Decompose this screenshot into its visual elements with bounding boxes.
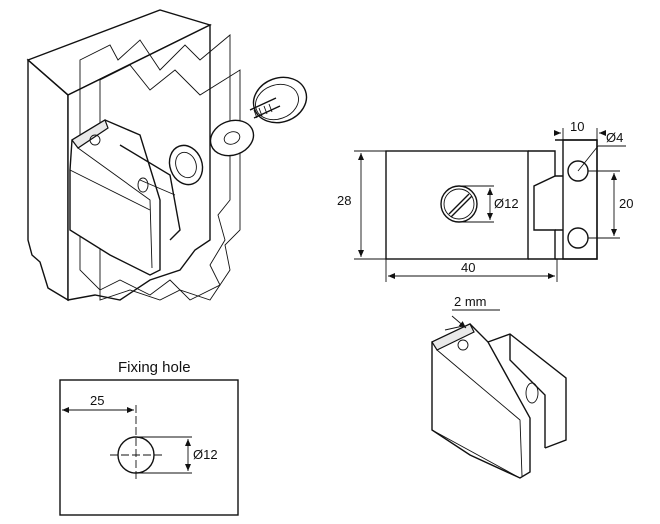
center-hole-label: Ø12 xyxy=(494,196,519,211)
clip-detail-isometric: 2 mm xyxy=(431,294,567,479)
offset-label: 25 xyxy=(90,393,104,408)
diameter-label: Ø12 xyxy=(193,447,218,462)
assembly-isometric xyxy=(26,9,308,302)
hole-spacing-label: 20 xyxy=(619,196,633,211)
gap-label: 2 mm xyxy=(454,294,487,309)
front-view: 28 40 Ø12 10 Ø4 20 xyxy=(337,119,633,282)
slot-width-label: 10 xyxy=(570,119,584,134)
width-label: 40 xyxy=(461,260,475,275)
fixing-hole-title: Fixing hole xyxy=(118,359,191,376)
fixing-hole-view: Fixing hole 25 Ø12 xyxy=(59,359,239,516)
height-label: 28 xyxy=(337,193,351,208)
hole-diameter-label: Ø4 xyxy=(606,130,623,145)
